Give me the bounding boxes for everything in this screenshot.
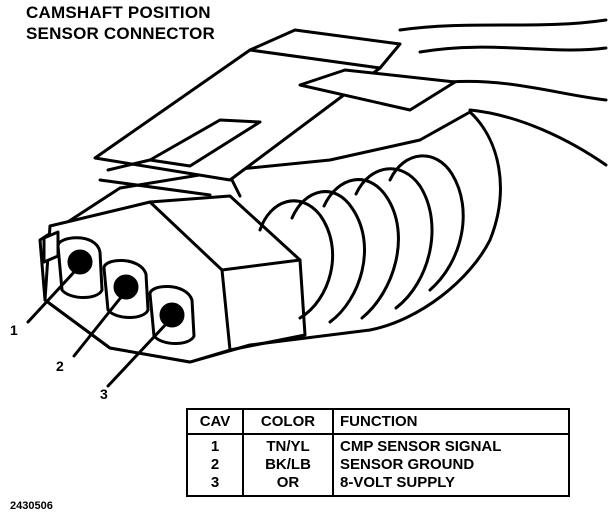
table-row: 1 TN/YL CMP SENSOR SIGNAL <box>187 434 569 456</box>
cell-color: OR <box>243 474 334 496</box>
title-line-2: SENSOR CONNECTOR <box>26 24 215 43</box>
wire-bundle <box>398 18 608 167</box>
leader-line-3 <box>106 320 170 388</box>
header-function: FUNCTION <box>333 409 569 435</box>
table-row: 2 BK/LB SENSOR GROUND <box>187 456 569 474</box>
callout-1: 1 <box>10 322 18 338</box>
figure-id: 2430506 <box>10 500 53 512</box>
cavity-1 <box>56 236 104 299</box>
cell-cav: 2 <box>187 456 244 474</box>
table-row: 3 OR 8-VOLT SUPPLY <box>187 474 569 496</box>
cell-function: CMP SENSOR SIGNAL <box>340 438 502 455</box>
leader-line-1 <box>26 268 78 324</box>
table-header-row: CAV COLOR FUNCTION <box>187 409 569 435</box>
cell-function: SENSOR GROUND <box>340 456 475 473</box>
header-cav: CAV <box>187 409 244 435</box>
cell-function: 8-VOLT SUPPLY <box>340 474 456 491</box>
wiring-table: CAV COLOR FUNCTION 1 TN/YL CMP SENSOR SI… <box>186 408 570 497</box>
leader-line-2 <box>72 294 124 358</box>
cell-cav: 3 <box>187 474 244 496</box>
cell-cav: 1 <box>187 434 244 456</box>
cell-color: BK/LB <box>243 456 334 474</box>
locking-latch <box>93 28 457 198</box>
cell-color: TN/YL <box>243 434 334 456</box>
callout-3: 3 <box>100 386 108 402</box>
header-color: COLOR <box>243 409 334 435</box>
title-line-1: CAMSHAFT POSITION <box>26 3 211 22</box>
diagram-title: CAMSHAFT POSITION SENSOR CONNECTOR <box>26 2 215 44</box>
callout-2: 2 <box>56 358 64 374</box>
